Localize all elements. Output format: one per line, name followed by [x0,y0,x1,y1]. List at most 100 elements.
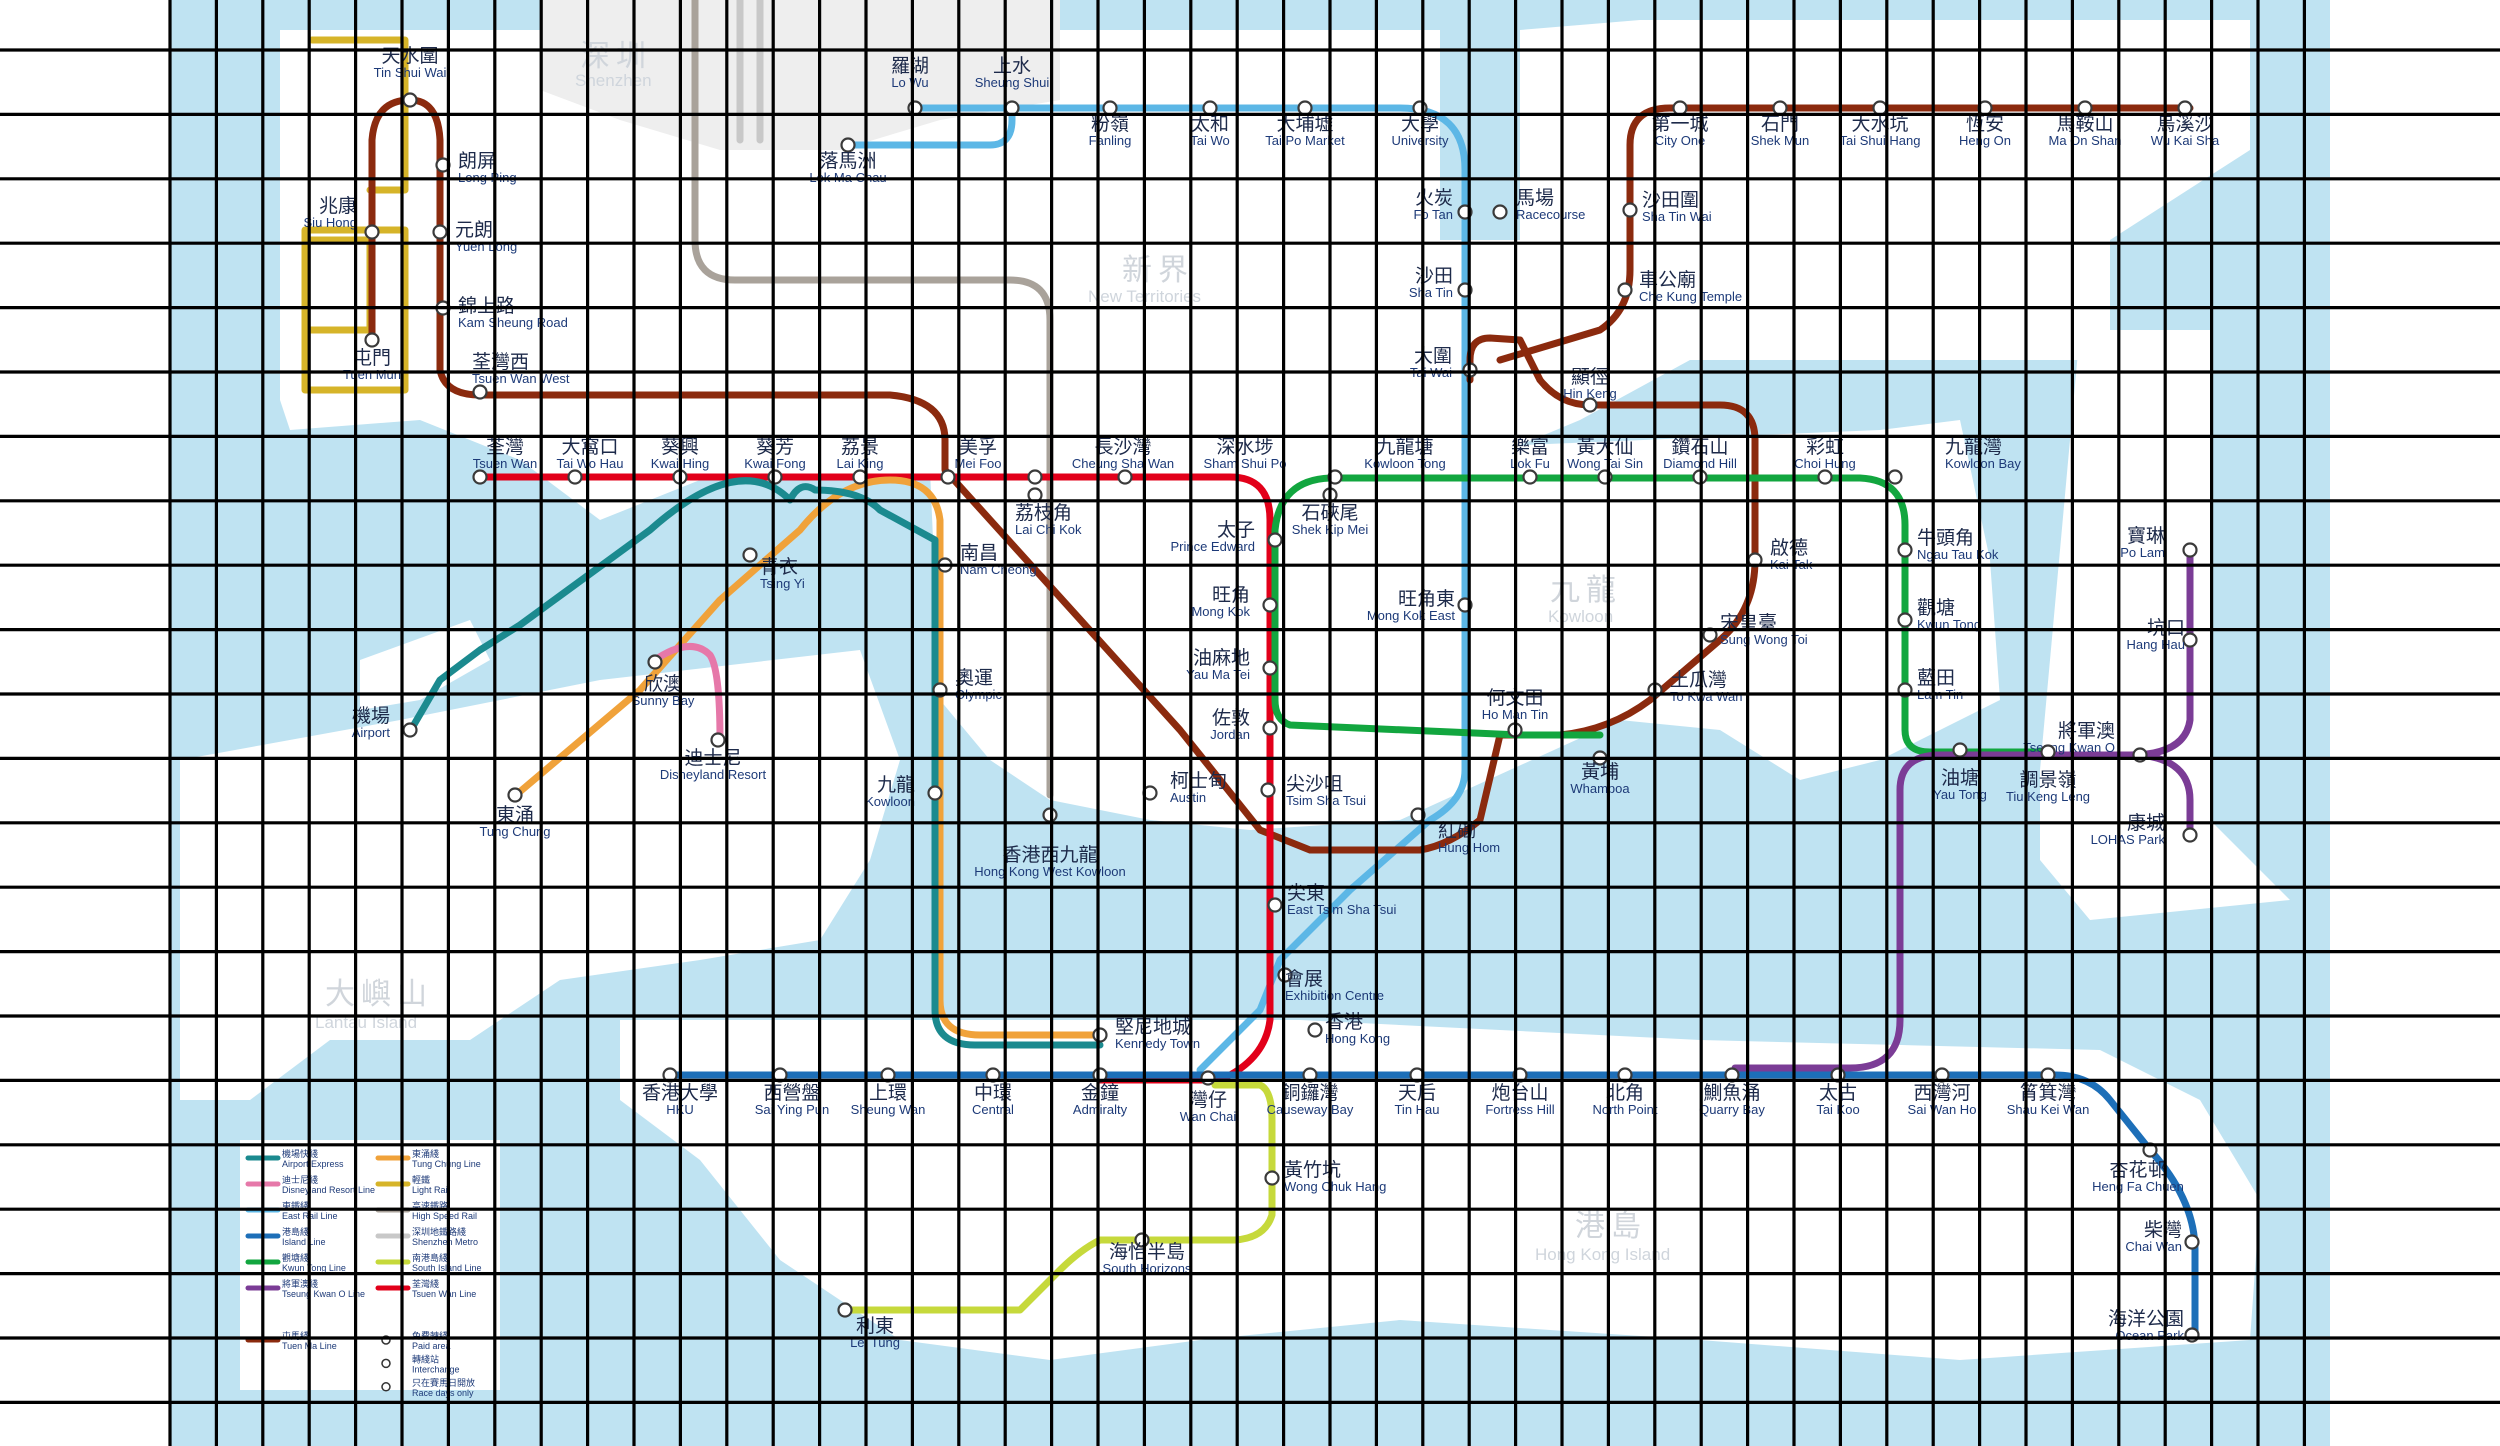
station-marker[interactable] [2182,827,2198,843]
station-marker[interactable] [2182,542,2198,558]
station-marker[interactable] [907,100,923,116]
station-marker[interactable] [1260,782,1276,798]
station-marker[interactable] [2177,100,2193,116]
station-marker[interactable] [1872,100,1888,116]
station-marker[interactable] [2040,744,2056,760]
station-marker[interactable] [1492,204,1508,220]
station-marker[interactable] [1617,282,1633,298]
station-marker[interactable] [742,547,758,563]
station-marker[interactable] [1672,100,1688,116]
station-marker[interactable] [567,469,583,485]
station-marker[interactable] [1027,469,1043,485]
station-marker[interactable] [940,469,956,485]
station-marker[interactable] [647,654,663,670]
station-olympic[interactable]: 奧運Olympic [932,667,1003,702]
station-marker[interactable] [1092,1027,1108,1043]
station-marker[interactable] [1117,469,1133,485]
station-marker[interactable] [2077,100,2093,116]
station-marker[interactable] [1307,1022,1323,1038]
station-marker[interactable] [1200,1070,1216,1086]
station-marker[interactable] [1297,100,1313,116]
station-marker[interactable] [402,92,418,108]
station-marker[interactable] [1102,100,1118,116]
station-marker[interactable] [767,469,783,485]
station-marker[interactable] [1887,469,1903,485]
station-marker[interactable] [507,787,523,803]
station-label-cn: 大圍 [1414,345,1452,367]
station-marker[interactable] [432,224,448,240]
station-marker[interactable] [1522,469,1538,485]
station-marker[interactable] [1897,612,1913,628]
station-marker[interactable] [840,137,856,153]
station-marker[interactable] [1267,897,1283,913]
station-marker[interactable] [2184,1234,2200,1250]
station-marker[interactable] [1582,397,1598,413]
station-marker[interactable] [1202,100,1218,116]
legend-label-en: Airport Express [282,1159,344,1169]
station-marker[interactable] [364,332,380,348]
station-marker[interactable] [1622,202,1638,218]
station-marker[interactable] [364,224,380,240]
station-marker[interactable] [1264,1170,1280,1186]
station-marker[interactable] [837,1302,853,1318]
station-marker[interactable] [2182,632,2198,648]
station-marker[interactable] [927,785,943,801]
station-marker[interactable] [1897,542,1913,558]
station-marker[interactable] [1262,597,1278,613]
station-marker[interactable] [1412,100,1428,116]
station-marker[interactable] [1004,100,1020,116]
station-marker[interactable] [402,722,418,738]
station-marker[interactable] [1262,720,1278,736]
station-label-en: Lo Wu [891,75,928,90]
station-marker[interactable] [472,384,488,400]
station-marker[interactable] [1817,469,1833,485]
station-marker[interactable] [1952,742,1968,758]
station-marker[interactable] [472,469,488,485]
station-marker[interactable] [1262,660,1278,676]
station-marker[interactable] [1267,532,1283,548]
station-marker[interactable] [710,732,726,748]
station-marker[interactable] [1772,100,1788,116]
